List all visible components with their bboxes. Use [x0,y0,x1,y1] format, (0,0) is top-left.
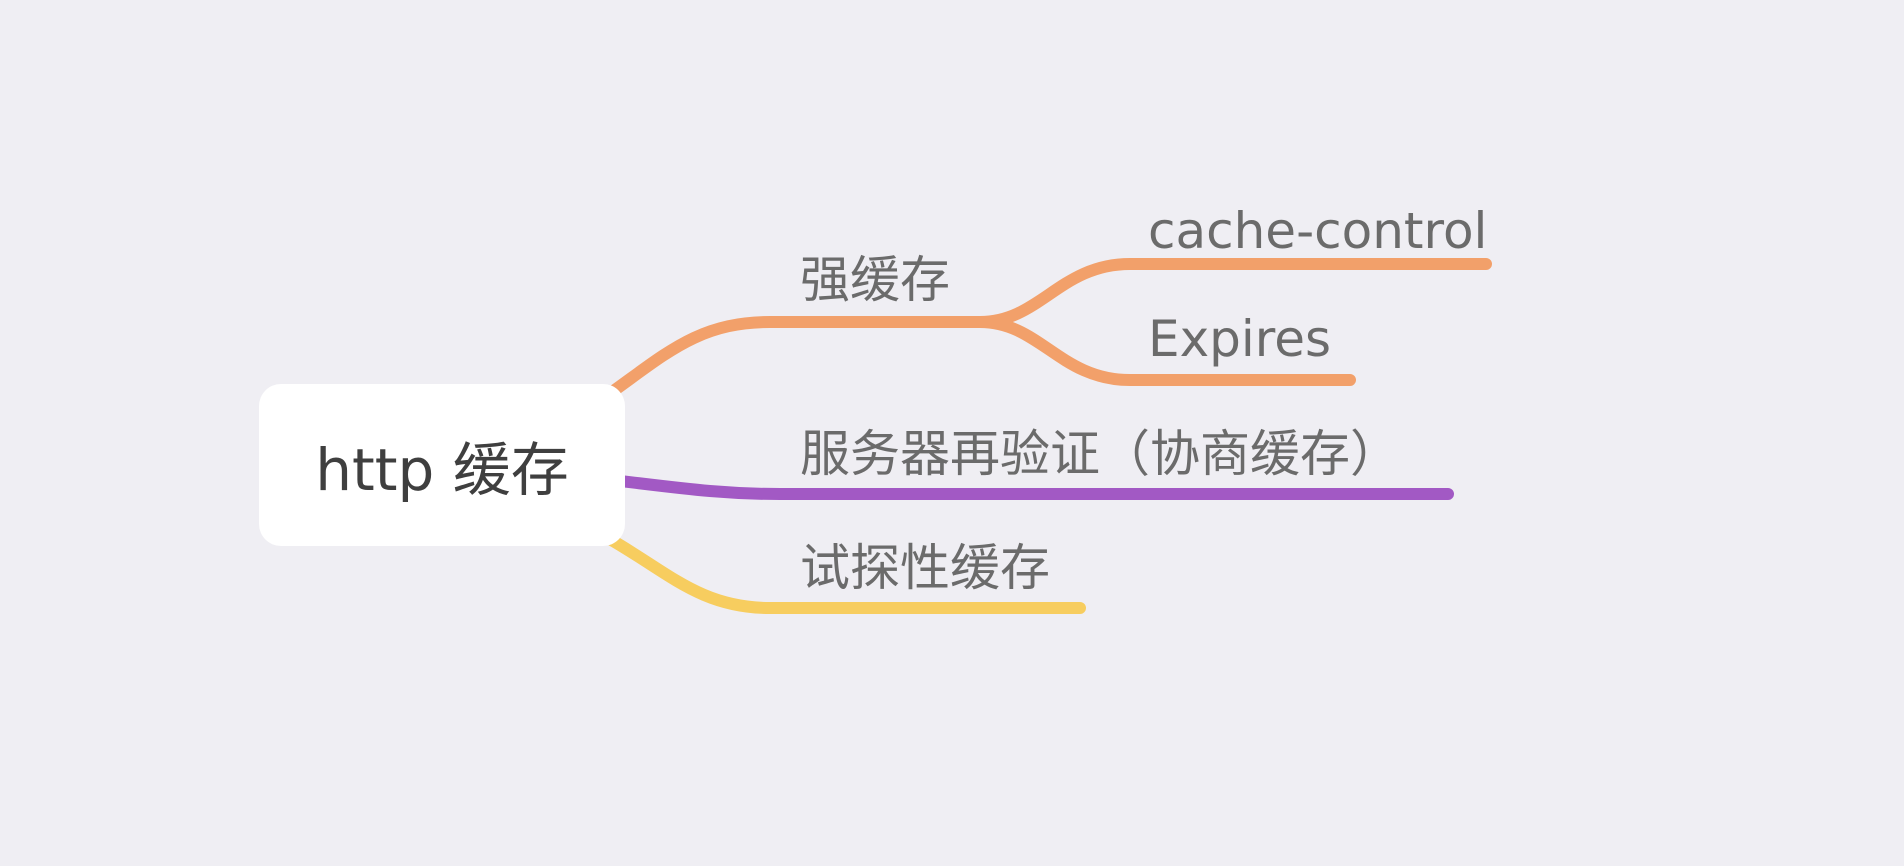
root-node[interactable]: http 缓存 [259,384,625,546]
root-label: http 缓存 [315,436,569,504]
branch-label-strong[interactable]: 强缓存 [800,251,950,309]
branch-line-strong [606,316,986,398]
branch-label-expires[interactable]: Expires [1148,310,1332,368]
branch-label-heuristic[interactable]: 试探性缓存 [800,539,1050,597]
branch-line-heuristic [602,532,1086,614]
branch-label-cache-control[interactable]: cache-control [1148,202,1488,260]
branch-line-revalidate [606,474,1454,500]
branch-label-revalidate[interactable]: 服务器再验证（协商缓存） [800,425,1400,483]
branch-line-expires [974,316,1356,386]
